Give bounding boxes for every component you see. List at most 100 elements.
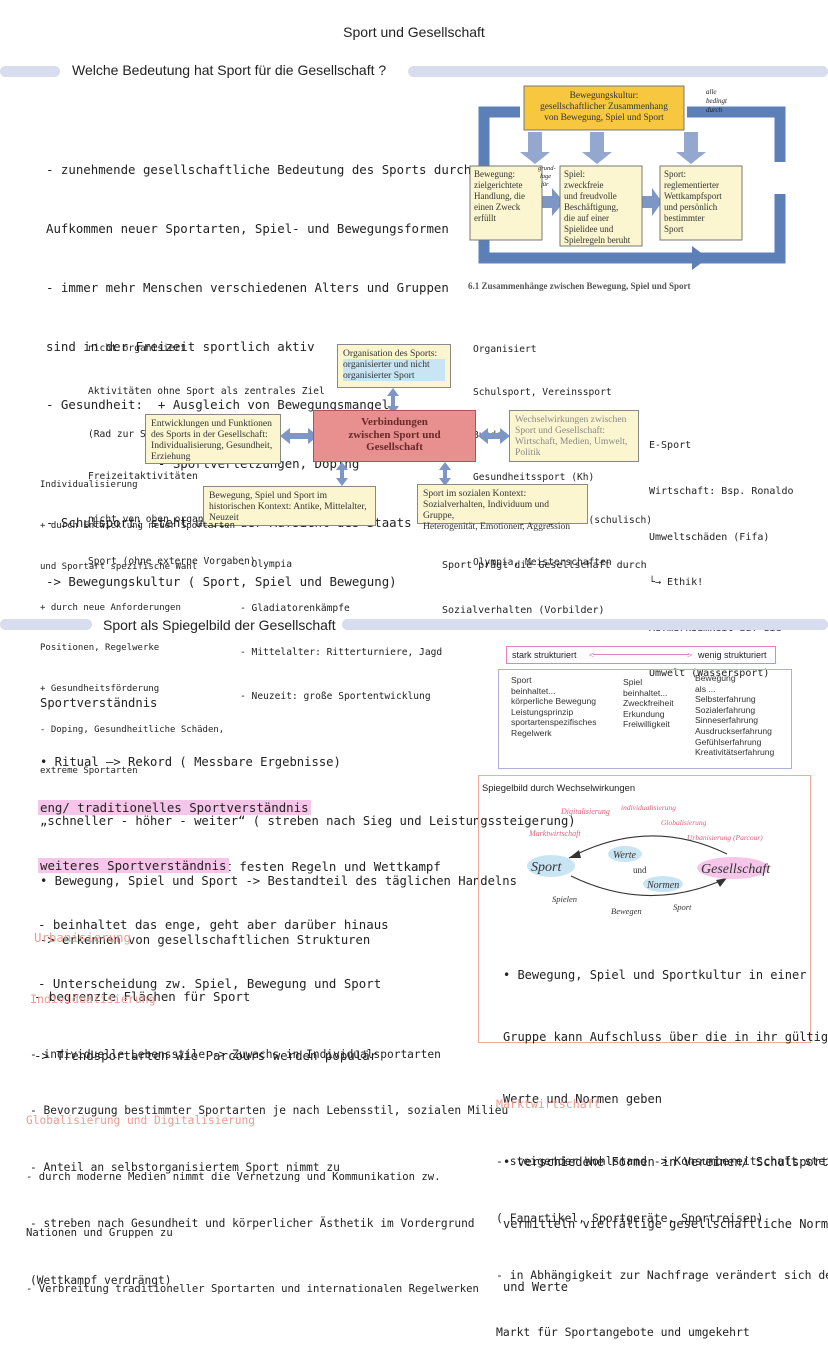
sketch-label: Urbanisierung (Parcour) [687, 833, 763, 842]
box-sozial: Sport im sozialen Kontext: Sozialverhalt… [417, 484, 588, 532]
scale-line [593, 654, 689, 655]
connector-arrow [280, 428, 318, 444]
box-wechselwirkungen: Wechselwirkungen zwischen Sport und Gese… [509, 410, 639, 462]
text-line: Werte und Normen geben [503, 1092, 662, 1107]
eng-heading: eng/ traditionelles Sportverständnis [38, 800, 311, 816]
figure-caption: 6.1 Zusammenhänge zwischen Bewegung, Spi… [468, 281, 691, 291]
global-block: Globalisierung und Digitalisierung - dur… [26, 1075, 479, 1317]
text-line: - individuelle Lebensstile -> Zuwachs in… [30, 1047, 441, 1061]
box-text: Wettkampfsport [664, 191, 722, 201]
sketch-label: Normen [646, 880, 679, 891]
global-heading: Globalisierung und Digitalisierung [26, 1114, 256, 1128]
box-text: Spielregeln beruht [564, 235, 631, 245]
sketch-arc [568, 835, 728, 859]
mid-box [559, 165, 643, 247]
sketch-label: individualisierung [621, 803, 676, 812]
normen-highlight [643, 876, 683, 892]
cell: Selbsterfahrung [695, 694, 756, 705]
down-arrow [520, 132, 550, 164]
note-line: Positionen, Regelwerke [40, 643, 160, 654]
sportverstaendnis-block: Sportverständnis • Ritual —> Rekord ( Me… [40, 654, 576, 971]
cell: sportartenspezifisches [511, 717, 597, 728]
mirror-title: Spiegelbild durch Wechselwirkungen [482, 782, 636, 793]
handnote: grund- [538, 165, 556, 172]
down-arrow [582, 132, 612, 164]
box-text: Sport: [664, 169, 686, 179]
section1-heading: Welche Bedeutung hat Sport für die Gesel… [72, 62, 387, 78]
handnote: für [541, 181, 549, 188]
box-text: Bewegung, Spiel und Sport im [209, 490, 328, 501]
box-text: und freudvolle [564, 191, 617, 201]
box-text: von Bewegung, Spiel und Sport [544, 113, 664, 123]
box-text: Wechselwirkungen zwischen [515, 414, 627, 425]
section-bar-left [0, 66, 60, 77]
cell: Erkundung [623, 708, 665, 719]
note-line: - Gladiatorenkämpfe [240, 602, 350, 614]
urban-heading: Urbanisierung [34, 930, 131, 946]
text-line: -> erkennen von gesellschaftlichen Struk… [40, 933, 371, 948]
box-organisation: Organisation des Sports: organisierter u… [337, 344, 451, 388]
note-line: Wirtschaft: Bsp. Ronaldo [649, 486, 794, 498]
sketch-label: Marktwirtschaft [528, 829, 581, 838]
box-text: Sport [664, 224, 684, 234]
note-line: Gesundheitssport (Kh) [473, 472, 595, 484]
note-line: nicht organisiert [88, 343, 187, 355]
mirror-box: Spiegelbild durch Wechselwirkungen Sport… [478, 775, 828, 1294]
sketch-label: Werte [613, 850, 637, 861]
sketch-label: Sport [531, 860, 562, 875]
cell: Sport [511, 675, 532, 685]
box-text: Handlung, die [474, 191, 525, 201]
weit-block: weiteres Sportverständnis - beinhaltet d… [38, 817, 389, 1013]
note-line: - Olympia [240, 559, 292, 571]
text-line: -> Bewegungskultur ( Sport, Spiel und Be… [46, 573, 397, 589]
box-text: Heterogenität, Emotionen, Aggression [423, 521, 571, 532]
note-line: Freizeitaktivitäten [88, 471, 198, 483]
handnote: lage [540, 173, 551, 180]
top-box [523, 85, 685, 131]
section2-heading: Sport als Spiegelbild der Gesellschaft [103, 617, 336, 633]
box-text: organisierter Sport [343, 370, 445, 381]
cell: körperliche Bewegung [511, 696, 597, 707]
cell: Leistungsprinzip [511, 706, 574, 717]
sketch-label: Spielen [552, 894, 577, 904]
note-line: - Neuzeit: große Sportentwicklung [240, 690, 431, 702]
cell: Sozialerfahrung [695, 704, 756, 715]
text-line: - beinhaltet das enge, geht aber darüber… [38, 916, 389, 932]
box-text: bestimmter [664, 213, 705, 223]
note-line: E-Sport [649, 440, 692, 452]
box-text: Spiel: [564, 169, 585, 179]
scale-arrow-right: > [687, 650, 693, 660]
box-text: reglementierter [664, 180, 719, 190]
scale-right-label: wenig strukturiert [698, 650, 767, 660]
col-sport: Sport beinhaltet... körperliche Bewegung… [511, 675, 597, 739]
box-text: und persönlich [664, 202, 718, 212]
text-line: - immer mehr Menschen verschiedenen Alte… [46, 279, 449, 295]
note-history: - Olympia - Gladiatorenkämpfe - Mittelal… [240, 529, 442, 719]
weit-heading: weiteres Sportverständnis [38, 858, 229, 874]
sketch-label: Sport [673, 902, 692, 912]
note-line: und Sportart spezifische Wahl [40, 561, 198, 572]
section-bar-right [408, 66, 828, 77]
box-text: organisierter und nicht [343, 359, 445, 370]
text-line: - Gesundheit: + Ausgleich von Bewegungsm… [46, 397, 390, 413]
text-line: sind in der Freizeit sportlich aktiv [46, 338, 315, 354]
text-line: Nationen und Gruppen zu [26, 1226, 173, 1239]
box-text: die auf einer [564, 213, 609, 223]
note-line: Sport prägt die Gesellschaft durch [442, 560, 647, 571]
connector-arrow [387, 388, 399, 414]
handnote: bedingt [706, 97, 728, 105]
box-text: Individualisierung, Gesundheit, [151, 440, 273, 451]
sketch-label: Gesellschaft [701, 862, 771, 877]
sketch-label: Globalisierung [661, 818, 707, 827]
note-line: Individualisierung [40, 480, 138, 491]
box-text: Politik [515, 447, 541, 458]
text-line: - Verbreitung traditioneller Sportarten … [26, 1282, 479, 1295]
note-line: Aktivitäten ohne Sport als zentrales Zie… [88, 386, 325, 398]
section-bar-right [342, 619, 828, 630]
scale-left-label: stark strukturiert [512, 650, 577, 660]
box-text: Organisation des Sports: [343, 348, 438, 359]
structure-scale: stark strukturiert < > wenig strukturier… [506, 646, 776, 664]
urban-block: Urbanisierung - begrenzte Flächen für Sp… [34, 889, 377, 1085]
box-text: Spielidee und [564, 224, 614, 234]
text-line: - in Abhängigkeit zur Nachfrage veränder… [496, 1268, 828, 1282]
